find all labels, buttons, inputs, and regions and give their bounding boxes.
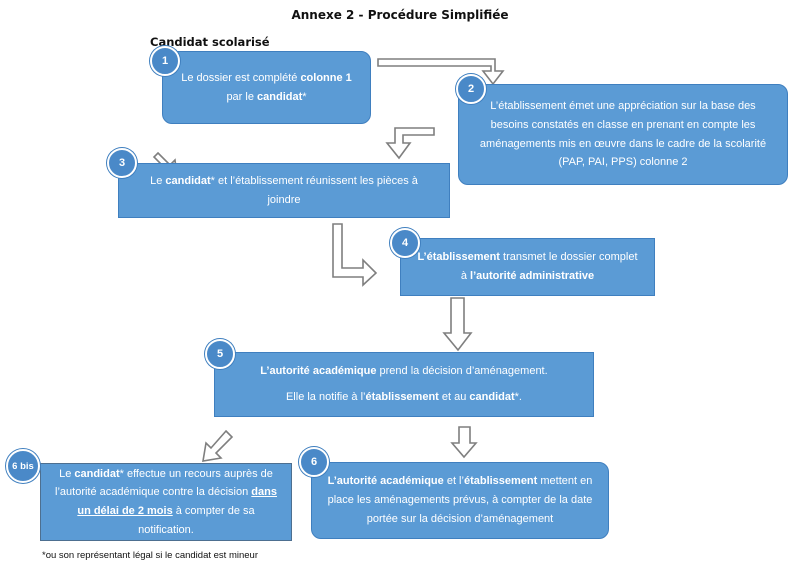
step-5-box: L’autorité académique prend la décision …	[214, 352, 594, 417]
step-2-badge: 2	[456, 74, 486, 104]
step-6-box: L’autorité académique et l’établissement…	[311, 462, 609, 539]
step-4-box: L’établissement transmet le dossier comp…	[400, 238, 655, 296]
step-4-bold-a: L’établissement	[417, 251, 500, 264]
step-1-text-b: par le	[226, 90, 258, 103]
step-6bis-text-c: à compter de sa notification.	[138, 505, 255, 536]
step-6bis-text: Le candidat* effectue un recours auprès …	[49, 465, 283, 540]
arrow-3-to-4	[332, 223, 378, 287]
step-4-bold-b: l’autorité administrative	[470, 270, 595, 282]
step-6-text-b: mettent en place les aménagements prévus…	[327, 475, 593, 525]
step-6bis-text-a: Le	[59, 467, 75, 480]
step-1-box: Le dossier est complété colonne 1 par le…	[162, 51, 371, 124]
step-3-bold-a: candidat	[165, 174, 211, 187]
step-6-bold-a: L’autorité académique	[327, 475, 444, 488]
step-1-bold-a: colonne 1	[300, 71, 352, 84]
step-4-badge: 4	[390, 228, 420, 258]
arrow-2-to-3	[385, 127, 435, 160]
step-6bis-text-b: * effectue un recours auprès de l’autori…	[55, 467, 273, 499]
step-3-text: Le candidat* et l’établissement réunisse…	[139, 172, 429, 209]
step-6bis-deadline: dans un délai de 2 mois	[77, 486, 277, 517]
step-3-badge: 3	[107, 148, 137, 178]
arrow-4-to-5	[442, 297, 473, 352]
step-5-text: L’autorité académique prend la décision …	[260, 359, 547, 410]
step-5-bold-b: établissement	[365, 390, 439, 403]
step-3-box: Le candidat* et l’établissement réunisse…	[118, 163, 450, 218]
step-6bis-box: Le candidat* effectue un recours auprès …	[40, 463, 292, 541]
step-1-badge: 1	[150, 46, 180, 76]
step-1-bold-b: candidat	[257, 90, 303, 103]
step-3-text-a: Le	[150, 174, 166, 187]
step-5-badge: 5	[205, 339, 235, 369]
step-6-text-a: et l’	[443, 475, 464, 488]
step-6bis-bold-a: candidat	[74, 467, 120, 480]
step-5-bold-c: candidat	[469, 390, 515, 403]
step-2-box: L’établissement émet une appréciation su…	[458, 84, 788, 185]
step-6-bold-b: établissement	[463, 475, 538, 488]
step-5-text-b: Elle la notifie à l’	[285, 390, 366, 403]
step-1-text-c: *	[302, 90, 307, 103]
step-4-text-a: transmet le dossier complet	[499, 251, 638, 264]
step-5-bold-a: L’autorité académique	[260, 365, 377, 378]
footnote: *ou son représentant légal si le candida…	[42, 550, 258, 561]
step-5-text-d: *.	[514, 390, 522, 403]
step-3-text-b: * et l’établissement réunissent les pièc…	[210, 174, 418, 206]
step-5-text-c: et au	[438, 390, 470, 403]
arrow-5-to-6bis	[202, 429, 234, 462]
diagram-title: Annexe 2 - Procédure Simplifiée	[291, 8, 509, 22]
step-6-text: L’autorité académique et l’établissement…	[326, 472, 594, 528]
step-6bis-badge: 6 bis	[6, 449, 40, 483]
step-1-text-a: Le dossier est complété	[181, 71, 301, 84]
step-5-text-a: prend la décision d’aménagement.	[376, 365, 548, 378]
step-6-badge: 6	[299, 447, 329, 477]
step-4-text: L’établissement transmet le dossier comp…	[417, 248, 637, 285]
arrow-1-to-2	[377, 58, 505, 86]
step-1-text: Le dossier est complété colonne 1 par le…	[181, 69, 352, 106]
diagram-subtitle: Candidat scolarisé	[150, 35, 270, 49]
step-2-text: L’établissement émet une appréciation su…	[479, 100, 767, 169]
step-4-text-b: à	[460, 270, 471, 282]
arrow-5-to-6	[450, 426, 478, 459]
